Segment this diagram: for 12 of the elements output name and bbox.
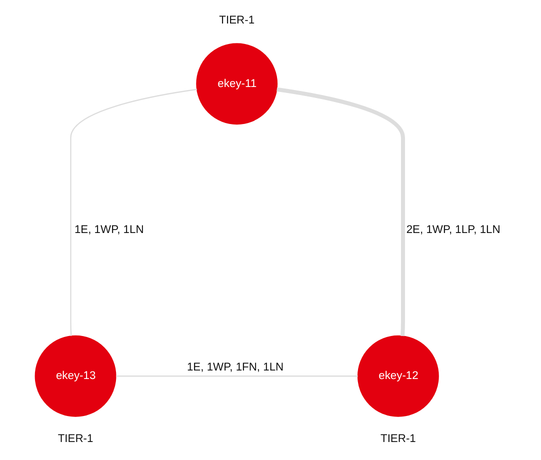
connector <box>70 88 196 336</box>
connector <box>276 87 404 336</box>
edge-label: 2E, 1WP, 1LP, 1LN <box>406 224 500 236</box>
edge-label: 1E, 1WP, 1FN, 1LN <box>186 362 284 374</box>
edge-label: 1E, 1WP, 1LN <box>74 224 144 236</box>
node-circle: ekey-12 <box>356 335 438 417</box>
node-label: TIER-1 <box>57 433 93 446</box>
connector <box>116 376 358 377</box>
node-circle: ekey-13 <box>34 335 116 417</box>
node-label: TIER-1 <box>218 14 254 27</box>
node-label: TIER-1 <box>380 433 416 446</box>
node-circle: ekey-11 <box>196 43 278 125</box>
